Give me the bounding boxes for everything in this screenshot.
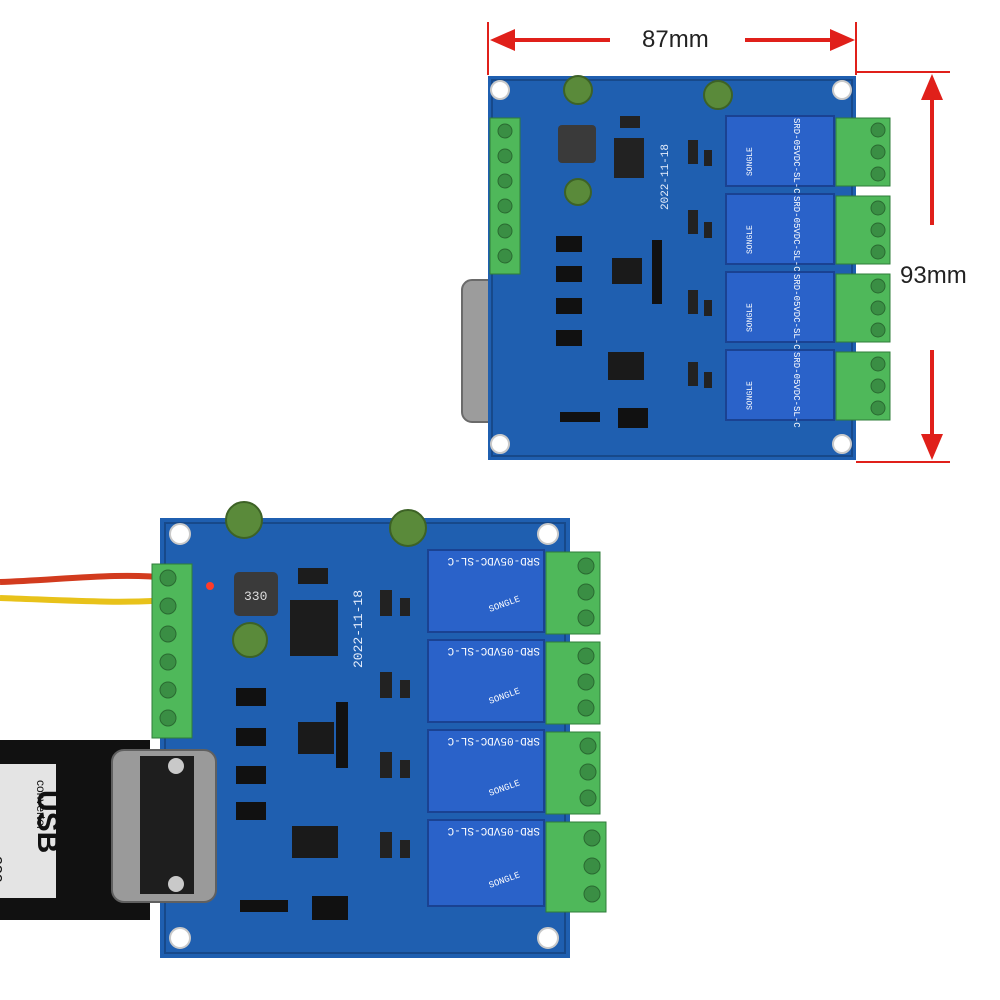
- top-left-terminal-block: [489, 117, 521, 275]
- bottom-capacitors: [225, 501, 427, 658]
- bottom-chip-2: [292, 826, 338, 858]
- adapter-label-232: 232: [0, 856, 4, 883]
- bottom-relay-3-model: SRD-05VDC-SL-C: [447, 734, 540, 746]
- width-dimension-label: 87mm: [642, 26, 709, 53]
- yellow-wire: [0, 595, 169, 605]
- top-inductor: [558, 125, 596, 163]
- bottom-relay-2-model: SRD-05VDC-SL-C: [447, 644, 540, 656]
- height-arrowhead-top: [921, 74, 943, 100]
- bottom-optocouplers: [236, 688, 266, 820]
- height-arrowhead-bottom: [921, 434, 943, 460]
- top-right-terminal-blocks: [835, 117, 891, 421]
- power-led: [206, 582, 214, 590]
- bottom-pin-headers: [240, 702, 348, 920]
- top-relay-1-model: SRD-05VDC-SL-C: [791, 118, 801, 194]
- bottom-relay-4: SRD-05VDC-SL-C SONGLE: [427, 819, 545, 907]
- height-dimension-label: 93mm: [900, 262, 967, 289]
- top-relay-2-brand: SONGLE: [746, 225, 755, 254]
- top-relay-4-model: SRD-05VDC-SL-C: [791, 352, 801, 428]
- top-regulator: [614, 138, 644, 178]
- bottom-right-terminal-blocks: [545, 551, 607, 913]
- bottom-regulator: [290, 600, 338, 656]
- top-capacitors: [563, 75, 733, 206]
- bottom-inductor: [234, 572, 278, 616]
- top-relay-1-brand: SONGLE: [746, 147, 755, 176]
- top-relay-2-model: SRD-05VDC-SL-C: [791, 196, 801, 272]
- adapter-label-converter: converter: [34, 780, 48, 831]
- top-chip-1: [612, 258, 642, 284]
- top-relay-3-brand: SONGLE: [746, 303, 755, 332]
- width-arrowhead-left: [490, 29, 515, 51]
- bottom-smd-components: [380, 590, 410, 858]
- bottom-relay-1: SRD-05VDC-SL-C SONGLE: [427, 549, 545, 633]
- top-relay-3: SRD-05VDC-SL-C SONGLE: [725, 271, 835, 350]
- top-relay-2: SRD-05VDC-SL-C SONGLE: [725, 193, 835, 272]
- top-relay-4-brand: SONGLE: [746, 381, 755, 410]
- bottom-relay-3: SRD-05VDC-SL-C SONGLE: [427, 729, 545, 813]
- adapter-label: [0, 764, 56, 898]
- top-smd-components: [688, 140, 712, 388]
- width-arrowhead-right: [830, 29, 855, 51]
- bottom-relay-4-model: SRD-05VDC-SL-C: [447, 824, 540, 836]
- top-date-silkscreen: 2022-11-18: [660, 144, 672, 210]
- bottom-left-terminal-block: [151, 563, 193, 739]
- bottom-mounting-holes: [169, 523, 559, 949]
- top-optocouplers: [556, 236, 582, 346]
- top-relay-3-model: SRD-05VDC-SL-C: [791, 274, 801, 350]
- top-relay-1: SRD-05VDC-SL-C SONGLE: [725, 115, 835, 194]
- bottom-relay-2: SRD-05VDC-SL-C SONGLE: [427, 639, 545, 723]
- usb-232-adapter: [0, 740, 217, 920]
- top-relay-4: SRD-05VDC-SL-C SONGLE: [725, 349, 835, 428]
- inductor-marking: 330: [244, 589, 267, 604]
- top-mounting-holes: [490, 80, 852, 454]
- red-wire: [0, 572, 169, 585]
- bottom-relay-1-model: SRD-05VDC-SL-C: [447, 554, 540, 566]
- bottom-chip-1: [298, 722, 334, 754]
- bottom-date-silkscreen: 2022-11-18: [351, 590, 366, 668]
- top-pin-headers: [560, 240, 662, 428]
- top-chip-2: [608, 352, 644, 380]
